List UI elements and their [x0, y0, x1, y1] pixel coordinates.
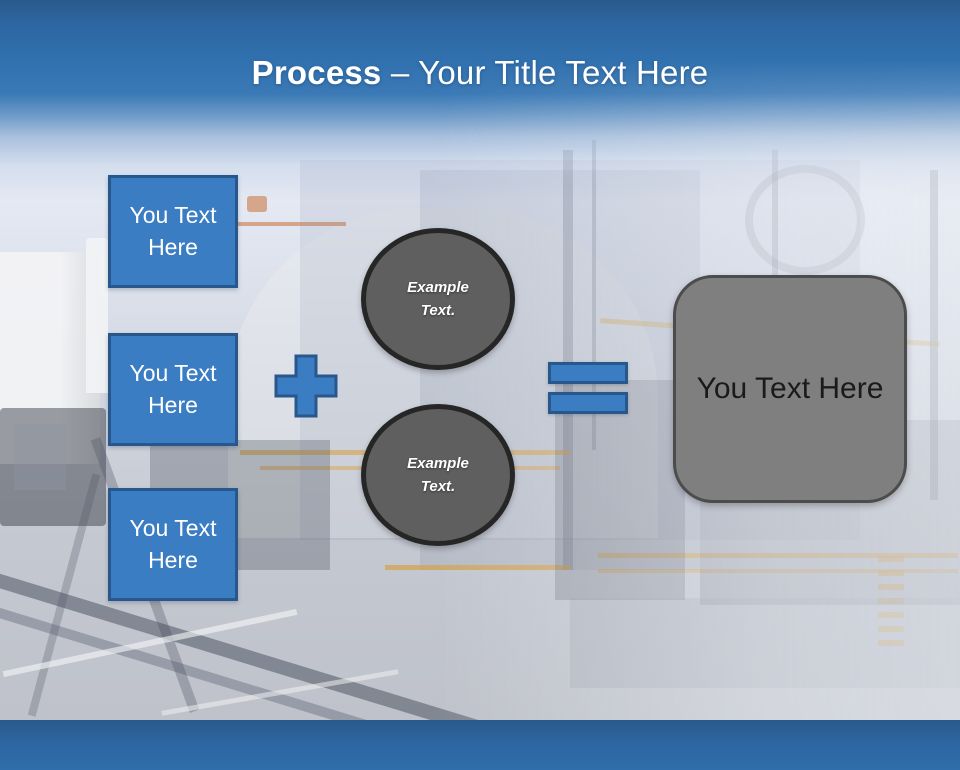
bg-streak — [2, 608, 298, 678]
result-placeholder-label: You Text Here — [696, 372, 884, 405]
plus-icon — [274, 354, 338, 418]
bg-chimney — [86, 238, 108, 393]
bg-orange-rail — [236, 222, 346, 226]
example-circle-2: Example Text. — [361, 404, 515, 546]
example-circle-label: Example Text. — [407, 454, 469, 495]
bg-pole — [563, 150, 573, 570]
equals-bar-bottom — [548, 392, 628, 414]
text-placeholder-box-2: You Text Here — [108, 333, 238, 446]
example-circle-1: Example Text. — [361, 228, 515, 370]
bg-yellow-rail-low3 — [598, 569, 958, 573]
equals-icon — [548, 362, 628, 414]
text-placeholder-label: You Text Here — [129, 360, 217, 418]
bg-pole4 — [930, 170, 938, 500]
bg-conveyor — [0, 568, 499, 740]
bg-yellow-ladder — [878, 556, 904, 652]
bg-yellow-rail-low — [385, 565, 570, 570]
bg-wheel — [745, 165, 865, 275]
bg-strut2 — [27, 473, 101, 717]
bg-conveyor2 — [0, 602, 498, 770]
bg-cabin — [0, 408, 106, 526]
text-placeholder-box-1: You Text Here — [108, 175, 238, 288]
text-placeholder-label: You Text Here — [129, 515, 217, 573]
bg-platform — [570, 598, 960, 688]
slide-title: Process – Your Title Text Here — [0, 54, 960, 92]
equals-bar-top — [548, 362, 628, 384]
text-placeholder-label: You Text Here — [129, 202, 217, 260]
example-circle-label: Example Text. — [407, 278, 469, 319]
bg-cabin-window — [14, 424, 66, 490]
bg-orange-valve — [247, 196, 267, 212]
text-placeholder-box-3: You Text Here — [108, 488, 238, 601]
result-placeholder-box: You Text Here — [673, 275, 907, 503]
slide-title-rest: – Your Title Text Here — [381, 54, 709, 91]
bg-streak2 — [161, 669, 399, 716]
slide-title-keyword: Process — [251, 54, 382, 91]
bg-tank — [0, 252, 100, 464]
bg-yellow-rail-low2 — [598, 553, 958, 558]
